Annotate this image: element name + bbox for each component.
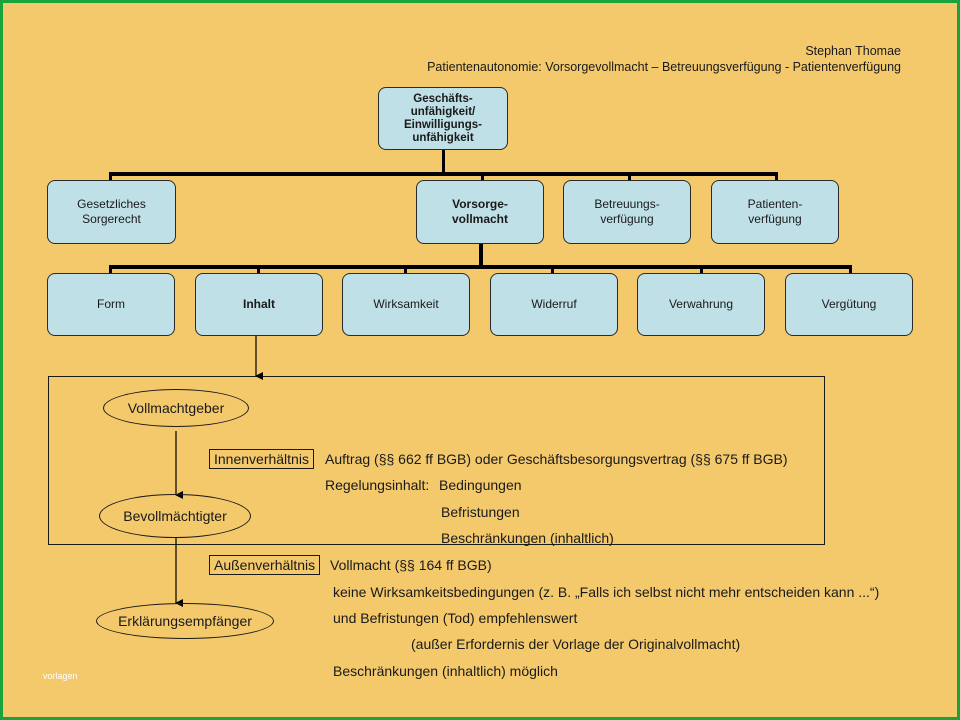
connector-drop bbox=[109, 172, 112, 180]
connector-drop bbox=[257, 265, 260, 273]
innen-item-beschraenkungen: Beschränkungen (inhaltlich) bbox=[441, 530, 614, 546]
connector-vorsorge bbox=[479, 244, 483, 266]
box-vorsorgevollmacht: Vorsorge- vollmacht bbox=[416, 180, 544, 244]
box-betreuungsverfuegung: Betreuungs- verfügung bbox=[563, 180, 691, 244]
arrows-layer bbox=[175, 336, 263, 607]
detail-frame bbox=[48, 376, 825, 545]
ellipse-erklaerungsempfaenger: Erklärungsempfänger bbox=[96, 603, 274, 639]
box-widerruf: Widerruf bbox=[490, 273, 618, 336]
aussen-line-befristungen: und Befristungen (Tod) empfehlenswert bbox=[333, 610, 578, 626]
connector-drop bbox=[775, 172, 778, 180]
ellipse-bevollmaechtigter: Bevollmächtigter bbox=[99, 494, 251, 538]
watermark: vorlagen bbox=[43, 671, 78, 681]
box-patientenverfuegung: Patienten- verfügung bbox=[711, 180, 839, 244]
slide-subtitle: Patientenautonomie: Vorsorgevollmacht – … bbox=[427, 60, 901, 74]
aussen-line-vollmacht: Vollmacht (§§ 164 ff BGB) bbox=[330, 557, 492, 573]
connector-top bbox=[442, 150, 445, 173]
connector-drop bbox=[551, 265, 554, 273]
connector-drop bbox=[481, 172, 484, 180]
box-inhalt: Inhalt bbox=[195, 273, 323, 336]
box-verwahrung: Verwahrung bbox=[637, 273, 765, 336]
connector-drop bbox=[404, 265, 407, 273]
connector-drop bbox=[628, 172, 631, 180]
innen-item-bedingungen: Bedingungen bbox=[439, 477, 522, 493]
innen-regelungsinhalt-label: Regelungsinhalt: bbox=[325, 477, 430, 493]
box-gesetzliches-sorgerecht: Gesetzliches Sorgerecht bbox=[47, 180, 176, 244]
connector-bar-level3 bbox=[109, 265, 852, 269]
aussen-line-originalvollmacht: (außer Erfordernis der Vorlage der Origi… bbox=[411, 636, 741, 652]
innen-item-befristungen: Befristungen bbox=[441, 504, 520, 520]
connector-drop bbox=[849, 265, 852, 273]
label-aussenverhaeltnis: Außenverhältnis bbox=[209, 555, 321, 575]
ellipse-vollmachtgeber: Vollmachtgeber bbox=[103, 389, 249, 427]
aussen-line-wirksamkeit: keine Wirksamkeitsbedingungen (z. B. „Fa… bbox=[333, 584, 880, 600]
box-geschaeftsunfaehigkeit: Geschäfts- unfähigkeit/ Einwilligungs- u… bbox=[378, 87, 508, 150]
connector-bar-level2 bbox=[109, 172, 778, 176]
innen-line-auftrag: Auftrag (§§ 662 ff BGB) oder Geschäftsbe… bbox=[325, 451, 788, 467]
aussen-line-beschraenkungen: Beschränkungen (inhaltlich) möglich bbox=[333, 663, 558, 679]
connector-drop bbox=[109, 265, 112, 273]
box-wirksamkeit: Wirksamkeit bbox=[342, 273, 470, 336]
box-verguetung: Vergütung bbox=[785, 273, 913, 336]
author-name: Stephan Thomae bbox=[805, 44, 901, 58]
connector-drop bbox=[700, 265, 703, 273]
label-innenverhaeltnis: Innenverhältnis bbox=[209, 449, 314, 469]
box-form: Form bbox=[47, 273, 175, 336]
